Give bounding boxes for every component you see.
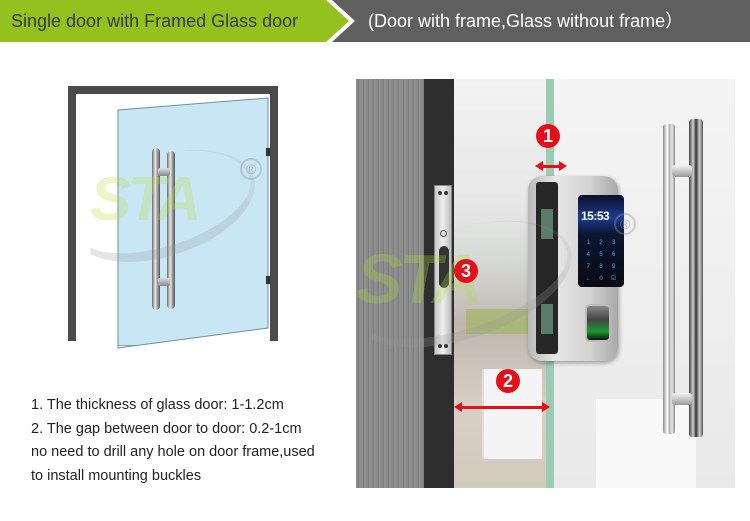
pull-handle-bar-inner [167, 151, 175, 309]
door-frame-left [68, 86, 76, 341]
strike-slot-icon [439, 246, 449, 288]
marker-1-glass-thickness: 1 [536, 124, 560, 148]
header-banner: (Door with frame,Glass without frame） Si… [0, 0, 750, 42]
lock-touch-screen: 15:53 1 2 3 4 5 6 7 8 9 ← 0 ☑ [578, 195, 624, 287]
header-title: Single door with Framed Glass door [11, 11, 299, 31]
double-arrow-thickness-icon [535, 161, 567, 171]
double-arrow-gap-icon [454, 402, 550, 412]
lock-clamp-pad-top [541, 209, 553, 239]
note-no-drill: no need to drill any hole on door frame,… [31, 444, 315, 460]
key-7: 7 [586, 264, 590, 270]
pull-handle-bar-back [689, 119, 703, 437]
key-confirm-icon: ☑ [610, 276, 617, 282]
strike-plate [434, 185, 452, 355]
key-4: 4 [586, 252, 590, 258]
key-1: 1 [586, 240, 590, 246]
screw-icon [438, 344, 442, 348]
handle-standoff-top [158, 168, 170, 176]
marker-3-strike-plate: 3 [454, 259, 478, 283]
lock-clamp-pad-bottom [541, 304, 553, 334]
key-9: 9 [611, 264, 616, 270]
installation-notes: 1. The thickness of glass door: 1-1.2cm … [31, 394, 361, 488]
registered-mark-icon: ® [240, 158, 262, 180]
registered-mark-icon: ® [614, 213, 636, 235]
lock-screen-time: 15:53 [581, 209, 610, 223]
screw-icon [444, 344, 448, 348]
key-8: 8 [599, 264, 603, 270]
strike-hole-icon [440, 230, 447, 237]
header-subtitle-bar: (Door with frame,Glass without frame） [330, 0, 750, 42]
note-glass-thickness: 1. The thickness of glass door: 1-1.2cm [31, 397, 284, 413]
handle-connector-top [672, 165, 692, 177]
lock-keypad: 1 2 3 4 5 6 7 8 9 ← 0 ☑ [582, 239, 620, 284]
key-5: 5 [599, 252, 603, 258]
header-subtitle: (Door with frame,Glass without frame） [368, 11, 684, 31]
lock-installation-photo: 15:53 1 2 3 4 5 6 7 8 9 ← 0 ☑ STA ® 1 3 … [356, 79, 735, 488]
handle-connector-bottom [672, 393, 692, 405]
note-mounting-buckles: to install mounting buckles [31, 467, 202, 484]
door-frame-top [68, 86, 278, 94]
key-6: 6 [611, 252, 616, 258]
pull-handle-bar-front [663, 124, 675, 434]
fingerprint-sensor-icon [585, 304, 611, 342]
key-3: 3 [611, 240, 616, 246]
wall-surface [356, 79, 424, 488]
screw-icon [444, 191, 448, 195]
marker-2-door-gap: 2 [496, 369, 520, 393]
glass-panel [118, 98, 268, 346]
pull-handle-bar-outer [152, 148, 160, 310]
door-frame-right [270, 86, 278, 341]
hinge-top-icon [266, 148, 270, 156]
key-0: 0 [599, 276, 603, 282]
handle-standoff-bottom [158, 278, 170, 286]
key-back-icon: ← [585, 276, 592, 282]
note-door-gap: 2. The gap between door to door: 0.2-1cm [31, 420, 302, 437]
door-diagram: STA ® [57, 86, 278, 349]
office-partition [596, 399, 696, 488]
key-2: 2 [599, 240, 603, 246]
header-title-bar: Single door with Framed Glass door [0, 0, 350, 42]
hinge-bottom-icon [266, 276, 270, 284]
office-cabinet [482, 369, 542, 459]
screw-icon [438, 191, 442, 195]
glass-outline-icon [117, 97, 269, 349]
